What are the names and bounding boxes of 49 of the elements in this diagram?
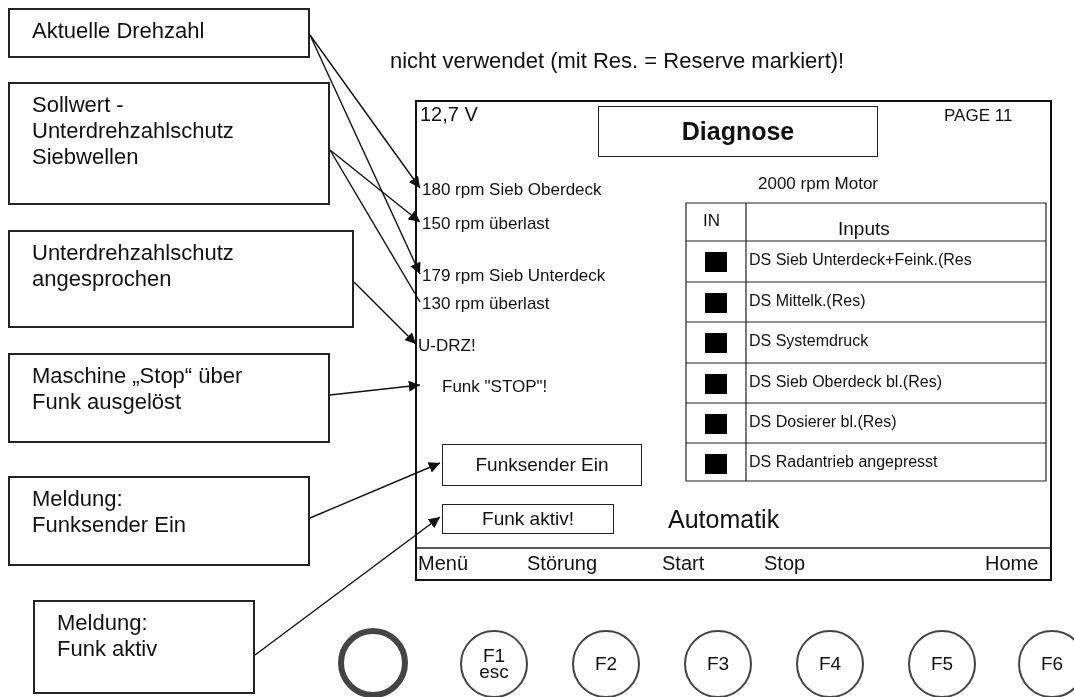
arrow <box>309 34 421 189</box>
softkey-label: Störung <box>527 552 598 575</box>
note-text: nicht verwendet (mit Res. = Reserve markiert)! <box>390 48 845 74</box>
status-text: 180 rpm Sieb Oberdeck <box>422 178 662 202</box>
input-name: DS Sieb Unterdeck+Feink.(Res <box>749 251 973 269</box>
status-text: Funk "STOP"! <box>422 375 602 399</box>
input-name: DS Radantrieb angepresst <box>749 453 939 471</box>
arrow <box>309 462 441 519</box>
input-name: DS Dosierer bl.(Res) <box>749 413 898 431</box>
page-number: PAGE 11 <box>944 106 1013 126</box>
callout-box: Meldung: Funk aktiv <box>33 600 255 694</box>
input-name: DS Sieb Oberdeck bl.(Res) <box>749 373 943 391</box>
message-box: Funksender Ein <box>442 444 642 486</box>
softkey-label: Stop <box>764 552 806 575</box>
callout-box: Maschine „Stop“ über Funk ausgelöst <box>8 353 330 443</box>
function-key: F3 <box>684 630 752 697</box>
callout-box: Sollwert - Unterdrehzahlschutz Siebwellen <box>8 82 330 205</box>
function-key: F2 <box>572 630 640 697</box>
status-text: U-DRZ! <box>418 334 518 358</box>
function-key: F5 <box>908 630 976 697</box>
message-box: Funk aktiv! <box>442 504 614 534</box>
status-text: 179 rpm Sieb Unterdeck <box>422 264 672 288</box>
display-screen <box>415 100 1052 581</box>
function-key: F4 <box>796 630 864 697</box>
voltage-readout: 12,7 V <box>420 103 478 126</box>
status-text: 150 rpm überlast <box>422 212 622 236</box>
leader-line <box>329 149 421 303</box>
softkey-label: Home <box>985 552 1039 575</box>
status-text: 130 rpm überlast <box>422 292 622 316</box>
callout-box: Aktuelle Drehzahl <box>8 8 310 58</box>
input-name: DS Mittelk.(Res) <box>749 292 867 310</box>
arrow <box>329 149 421 223</box>
arrow <box>309 34 421 275</box>
arrow <box>254 516 441 656</box>
softkey-label: Start <box>662 552 705 575</box>
input-name: DS Systemdruck <box>749 332 870 350</box>
status-text: 2000 rpm Motor <box>758 174 878 194</box>
arrow <box>329 380 421 396</box>
function-key: F1 esc <box>460 630 528 697</box>
mode-text: Automatik <box>668 505 780 534</box>
function-key: F6 <box>1018 630 1074 697</box>
arrow <box>353 281 417 345</box>
softkey-label: Menü <box>418 552 469 575</box>
callout-box: Unterdrehzahlschutz angesprochen <box>8 230 354 328</box>
function-key <box>338 628 408 697</box>
column-header: IN <box>703 211 720 231</box>
callout-box: Meldung: Funksender Ein <box>8 476 310 566</box>
column-header: Inputs <box>838 218 890 240</box>
screen-title: Diagnose <box>598 106 878 157</box>
